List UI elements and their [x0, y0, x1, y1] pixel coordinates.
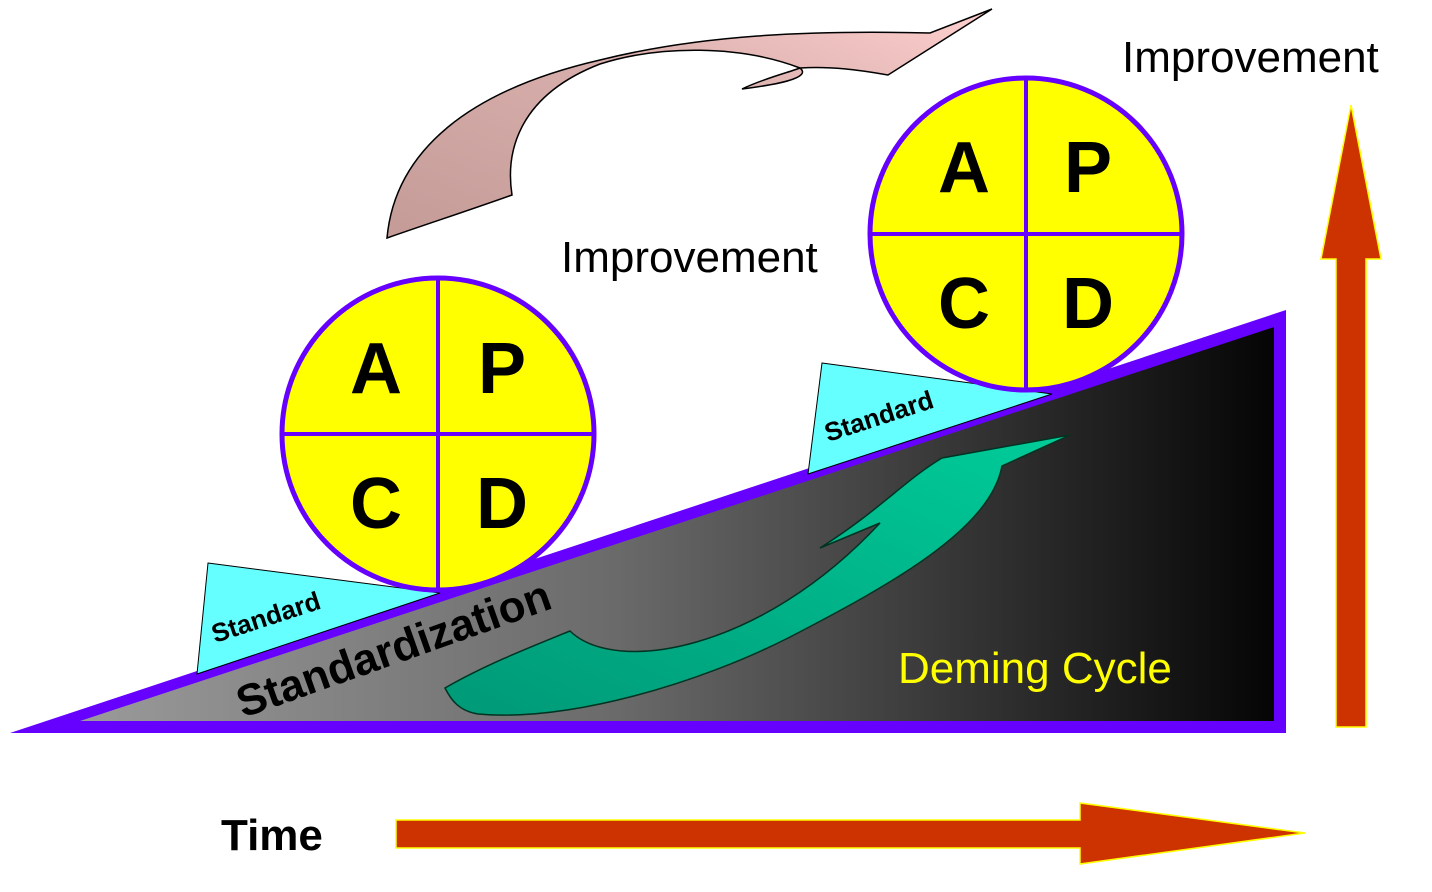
top-curved-arrow — [386, 8, 993, 240]
wheel-1-letter-c: C — [350, 464, 402, 544]
wheel-2-letter-a: A — [938, 128, 990, 208]
pdca-wheel-2: A P C D — [867, 75, 1185, 393]
wheel-2-letter-d: D — [1062, 264, 1114, 344]
vertical-improvement-arrow — [1320, 104, 1382, 728]
standard-wedge-1: Standard — [196, 562, 441, 675]
wheel-2-letter-p: P — [1064, 128, 1112, 208]
time-arrow — [395, 802, 1306, 865]
time-label: Time — [221, 811, 323, 860]
deming-cycle-label: Deming Cycle — [898, 644, 1172, 693]
wheel-1-letter-d: D — [476, 464, 528, 544]
improvement-label-top: Improvement — [1122, 33, 1379, 82]
pdca-wheel-1: A P C D — [279, 275, 597, 593]
green-curved-arrow — [444, 434, 1071, 716]
improvement-label-middle: Improvement — [561, 233, 818, 282]
standard-wedge-2: Standard — [807, 362, 1053, 475]
wheel-1-letter-p: P — [478, 329, 526, 409]
wheel-1-letter-a: A — [350, 329, 402, 409]
wheel-2-letter-c: C — [938, 264, 990, 344]
ramp-body — [80, 327, 1274, 721]
